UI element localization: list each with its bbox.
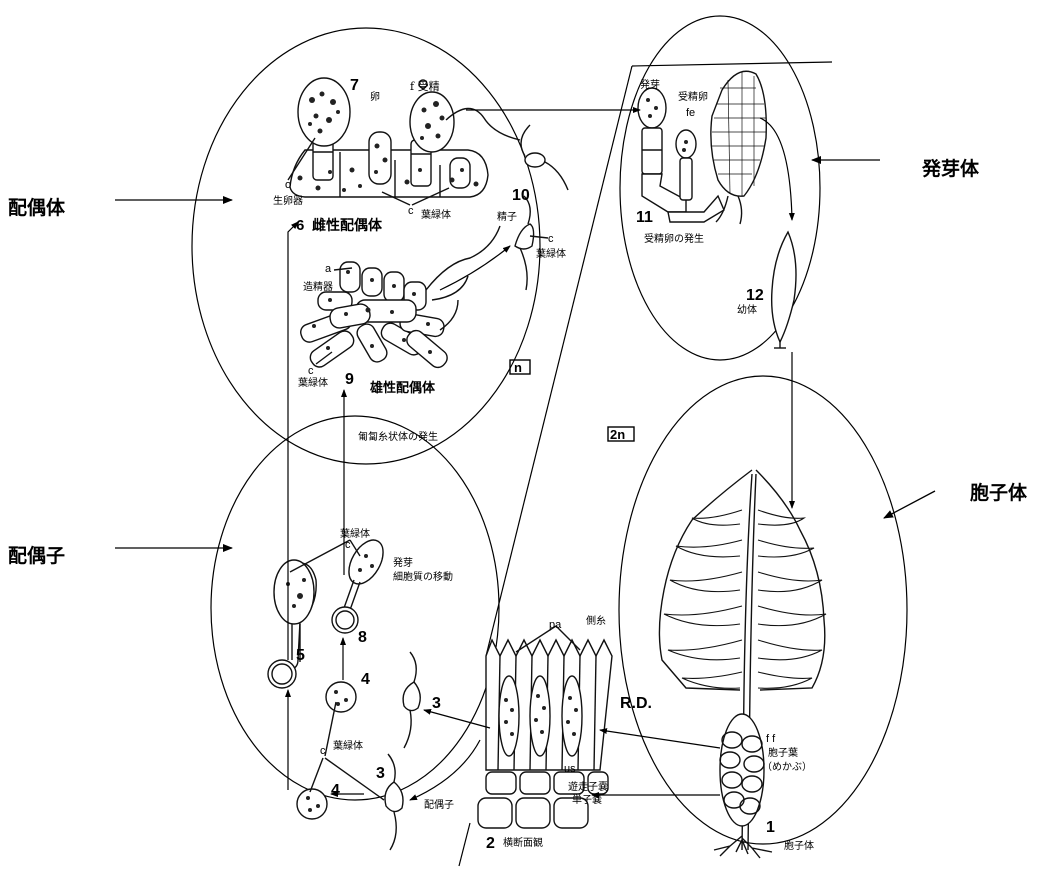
label-sporophyll-1: 胞子葉 [768, 746, 798, 759]
label-chloroplast-gamete-lower: 葉緑体 [333, 739, 363, 752]
zoom-line-top [632, 62, 832, 66]
label-female-gametophyte: 雌性配偶体 [312, 217, 383, 234]
label-gametophyte: 配偶体 [8, 196, 66, 219]
label-paraphysis: 側糸 [586, 614, 606, 627]
label-chloroplast-sperm: 葉緑体 [536, 247, 566, 260]
label-egg: 卵 [370, 91, 380, 103]
label-antheridium-letter: a [325, 263, 332, 275]
step-4-upper: 4 [361, 671, 370, 688]
label-pa: pa [549, 619, 562, 631]
germinating-gamete-5 [268, 560, 316, 688]
label-c-sperm: c [548, 233, 554, 245]
label-juvenile: 幼体 [737, 303, 757, 316]
gamete-3-upper [403, 652, 420, 748]
step-5: 5 [296, 647, 305, 664]
haploid-label: n [514, 360, 522, 375]
label-germination: 発芽 [640, 78, 660, 91]
label-sperm: 精子 [497, 210, 517, 223]
male-gametophyte-drawing [298, 226, 500, 371]
label-zoosporangium: 遊走子嚢 [568, 780, 608, 793]
label-fe: fe [686, 107, 695, 119]
step-3-lower: 3 [376, 765, 385, 782]
zoom-line-bottom [459, 823, 470, 866]
label-rd: R.D. [620, 695, 652, 712]
label-sporophyll-2: （めかぶ） [762, 761, 812, 773]
label-c-female: c [408, 205, 414, 217]
label-gametes: 配偶子 [8, 544, 65, 567]
label-oogonium-letter: o [285, 179, 291, 191]
label-us: us [564, 763, 576, 775]
juvenile-drawing [772, 232, 796, 348]
label-unilocular: 単子嚢 [572, 793, 602, 806]
label-chloroplast-gamete-upper: 葉緑体 [340, 527, 370, 540]
label-oogonium: 生卵器 [273, 194, 303, 207]
step-1: 1 [766, 819, 775, 836]
label-c-gamete-upper: c [345, 539, 351, 551]
sporophyte-drawing [659, 470, 826, 858]
label-sporophyte-caption: 胞子体 [784, 840, 814, 852]
step-3-upper: 3 [432, 695, 441, 712]
step-12: 12 [746, 287, 764, 304]
label-antheridium: 造精器 [303, 280, 333, 293]
label-cross-section: 横断面観 [503, 836, 543, 849]
gamete-3-lower [385, 754, 403, 850]
step-11: 11 [636, 209, 653, 226]
label-chloroplast-male: 葉緑体 [298, 376, 328, 389]
diploid-label: 2n [610, 427, 625, 442]
label-fertilized-egg-development: 受精卵の発生 [644, 232, 704, 245]
step-2: 2 [486, 835, 495, 852]
step-10: 10 [512, 187, 530, 204]
sperm-drawing [515, 196, 548, 290]
label-ff: f f [766, 733, 776, 745]
germinating-gamete-8 [332, 534, 390, 633]
gamete-4-lower [297, 789, 327, 819]
gamete-4-upper [326, 682, 356, 712]
label-c-male: c [308, 365, 314, 377]
label-c-gamete-lower: c [320, 745, 326, 757]
label-fertilization: f 受精 [410, 80, 440, 93]
female-gametophyte-drawing [288, 78, 488, 205]
label-sporophyte: 胞子体 [970, 481, 1028, 504]
step-9: 9 [345, 371, 354, 388]
zoom-line-diag [486, 66, 632, 656]
label-germ-movement-1: 発芽 [393, 556, 413, 569]
step-7: 7 [350, 77, 359, 94]
label-male-gametophyte: 雄性配偶体 [369, 380, 436, 396]
step-8: 8 [358, 629, 367, 646]
label-fertilized-egg: 受精卵 [678, 90, 708, 103]
label-germ-movement-2: 細胞質の移動 [393, 570, 453, 583]
label-germling: 発芽体 [921, 157, 980, 180]
label-creeping-filament: 匍匐糸状体の発生 [358, 430, 438, 443]
label-zoospore: 配偶子 [424, 798, 454, 811]
step-6: 6 [296, 217, 304, 234]
step-4-lower: 4 [331, 782, 340, 799]
label-chloroplast-female: 葉緑体 [421, 208, 451, 221]
